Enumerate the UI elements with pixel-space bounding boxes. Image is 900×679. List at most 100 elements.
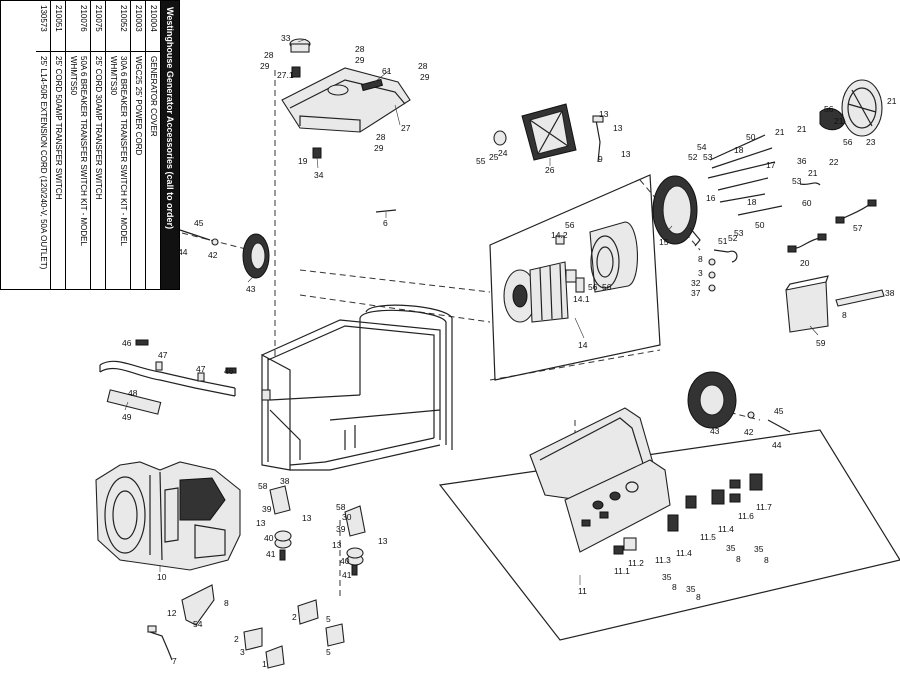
callout: 54 [193, 619, 203, 629]
heat-shield-6 [375, 209, 397, 213]
callout: 46 [122, 338, 132, 348]
callout: 15 [659, 237, 669, 247]
callout: 11.2 [628, 558, 644, 568]
control-panel-section-outline [438, 429, 900, 641]
callout: 35 [662, 572, 672, 582]
fuel-valve [312, 147, 322, 159]
callout: 16 [706, 193, 716, 203]
callout-labels: 33 28 29 28 29 27.1 61 28 29 27 28 29 19… [122, 33, 897, 669]
callout: 52 [688, 152, 698, 162]
callout: 50 [755, 220, 765, 230]
battery-strap [835, 289, 885, 307]
callout: 22 [829, 157, 839, 167]
handle [99, 339, 237, 415]
cooling-fan [819, 107, 846, 131]
callout: 38 [280, 476, 290, 486]
callout: 29 [420, 72, 430, 82]
callout: 14.1 [573, 294, 590, 304]
callout: 56 [565, 220, 575, 230]
rubber-mount-24 [493, 130, 507, 146]
callout: 44 [772, 440, 782, 450]
callout: 43 [246, 284, 256, 294]
callout: 27 [401, 123, 411, 133]
callout: 38 [885, 288, 895, 298]
callout: 56 [588, 282, 598, 292]
callout: 45 [774, 406, 784, 416]
muffler-bracket-7 [147, 625, 173, 661]
callout: 29 [260, 61, 270, 71]
callout: 11.4 [718, 524, 734, 534]
callout: 42 [744, 427, 754, 437]
callout: 40 [264, 533, 274, 543]
callout: 55 [476, 156, 486, 166]
callout: 35 [686, 584, 696, 594]
studs-bolts [707, 134, 783, 216]
callout: 53 [734, 228, 744, 238]
alternator-end-cover [652, 175, 701, 247]
callout: 21 [887, 96, 897, 106]
callout: 39 [262, 504, 272, 514]
callout: 41 [266, 549, 276, 559]
callout: 11.7 [756, 502, 772, 512]
frame-mounts [269, 485, 366, 576]
callout: 20 [800, 258, 810, 268]
callout: 57 [853, 223, 863, 233]
callout: 48 [128, 388, 138, 398]
callout: 49 [122, 412, 132, 422]
callout: 8 [698, 254, 703, 264]
alternator-rotor [503, 261, 577, 323]
fuel-filter [291, 66, 301, 78]
callout: 13 [256, 518, 266, 528]
callout: 23 [866, 137, 876, 147]
callout: 30 [342, 512, 352, 522]
callout: 28 [376, 132, 386, 142]
callout: 29 [374, 143, 384, 153]
callout: 18 [747, 197, 757, 207]
callout: 11 [578, 586, 587, 596]
callout: 32 [691, 278, 701, 288]
callout: 56 [602, 282, 612, 292]
callout: 11.3 [655, 555, 671, 565]
callout: 8 [224, 598, 229, 608]
callout: 18 [734, 145, 744, 155]
callout: 5 [326, 614, 331, 624]
callout: 61 [382, 66, 392, 76]
callout: 11.5 [700, 532, 716, 542]
callout: 11.4 [676, 548, 692, 558]
callout: 27.1 [277, 70, 294, 80]
callout: 13 [378, 536, 388, 546]
callout: 14.2 [551, 230, 568, 240]
callout: 3 [698, 268, 703, 278]
callout: 35 [754, 544, 764, 554]
callout: 8 [842, 310, 847, 320]
muffler-shield-54 [181, 584, 215, 626]
callout: 21 [834, 116, 844, 126]
ground-connector [708, 249, 738, 292]
control-panel [529, 407, 671, 553]
callout: 36 [797, 156, 807, 166]
callout: 13 [613, 123, 623, 133]
callout: 13 [302, 513, 312, 523]
callout: 44 [178, 247, 188, 257]
callout: 53 [703, 152, 713, 162]
callout: 19 [298, 156, 308, 166]
callout: 46 [224, 366, 234, 376]
callout: 43 [710, 426, 720, 436]
callout: 56 [824, 104, 834, 114]
callout: 11.1 [614, 566, 630, 576]
leader-lines [124, 38, 819, 585]
callout: 51 [718, 236, 728, 246]
callout: 13 [621, 149, 631, 159]
callout: 37 [691, 288, 701, 298]
callout: 2 [292, 612, 297, 622]
callout: 28 [418, 61, 428, 71]
callout: 52 [728, 233, 738, 243]
callout: 39 [336, 524, 346, 534]
generator-frame [261, 304, 453, 471]
callout: 21 [775, 127, 785, 137]
callout: 8 [736, 554, 741, 564]
blower-housing [521, 103, 577, 161]
fan-cover [841, 79, 883, 137]
callout: 8 [672, 582, 677, 592]
callout: 59 [816, 338, 826, 348]
